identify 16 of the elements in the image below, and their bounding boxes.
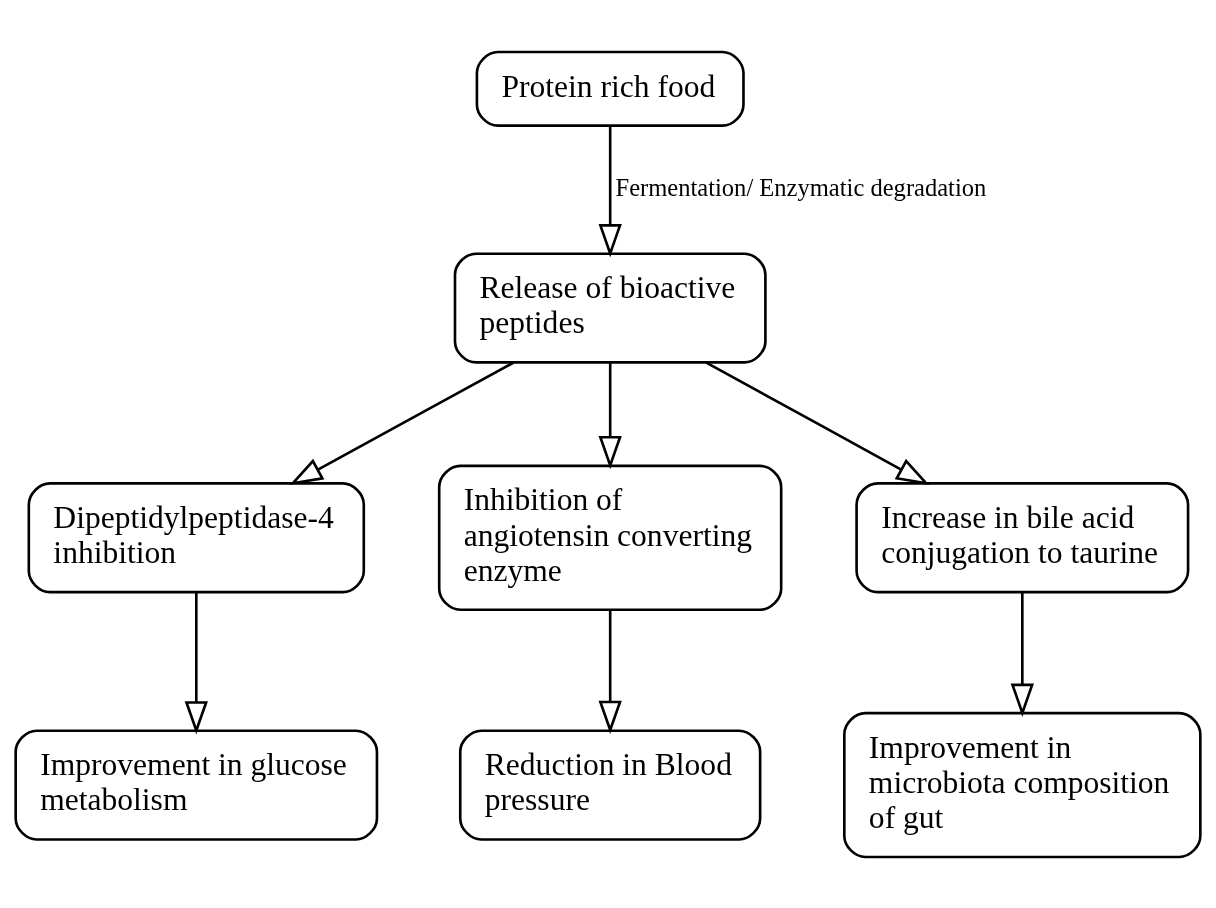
node-box: Increase in bile acid conjugation to taurine <box>855 481 1190 593</box>
arrow <box>1010 591 1034 717</box>
edge-label: Fermentation/ Enzymatic degradation <box>615 173 987 201</box>
arrow <box>598 362 622 469</box>
node-box: Dipeptidylpeptidase-4 inhibition <box>27 481 366 593</box>
arrow <box>289 360 515 485</box>
node-box: Improvement in microbiota composition of gut <box>843 711 1202 858</box>
arrow <box>184 591 208 735</box>
node-box: Protein rich food <box>475 50 745 127</box>
node-box: Inhibition of angiotensin converting enzyme <box>437 464 783 611</box>
arrow <box>598 609 622 734</box>
node-box: Reduction in Blood pressure <box>458 728 762 841</box>
node-box: Improvement in glucose metabolism <box>14 728 379 841</box>
node-box: Release of bioactive peptides <box>453 251 767 364</box>
arrow <box>705 360 930 485</box>
arrow <box>598 125 622 257</box>
